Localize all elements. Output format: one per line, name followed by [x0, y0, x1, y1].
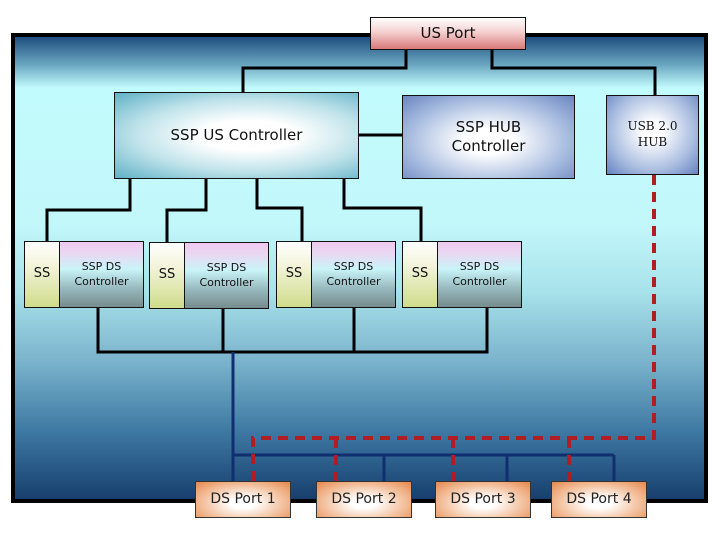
wire-us-to-ds3 [255, 177, 304, 244]
ss-block-1: SS [24, 241, 60, 308]
ds-port-label: DS Port 4 [566, 491, 632, 508]
ds-port-1: DS Port 1 [195, 481, 291, 518]
ds-port-label: DS Port 2 [331, 491, 397, 508]
ss-block-3: SS [276, 241, 312, 308]
ssp-ds-controller-4: SSP DS Controller [437, 241, 522, 308]
ds-controller-label-line1: SSP DS [459, 260, 500, 274]
ds-port-label: DS Port 3 [450, 491, 516, 508]
ssp-hub-controller-label-line1: SSP HUB [455, 117, 522, 136]
ssp-ds-controller-1: SSP DS Controller [59, 241, 144, 308]
wire-usport-left [241, 48, 408, 94]
wire-us-to-ds2 [165, 177, 208, 244]
ds-controller-label-line1: SSP DS [333, 260, 374, 274]
us-port-label: US Port [420, 23, 476, 42]
usb2-hub-label-line2: HUB [637, 135, 668, 149]
ss-block-4: SS [402, 241, 438, 308]
ds-port-label: DS Port 1 [210, 491, 276, 508]
ss-label: SS [33, 266, 51, 282]
ss-label: SS [285, 266, 303, 282]
ss-block-2: SS [149, 242, 185, 309]
ds-controller-label-line2: Controller [326, 274, 381, 288]
ds-controller-label-line2: Controller [199, 275, 254, 289]
wire-us-to-ds1 [45, 177, 132, 244]
usb2-hub-box: USB 2.0 HUB [606, 95, 699, 175]
us-port-box: US Port [370, 17, 526, 50]
ds-port-4: DS Port 4 [551, 481, 647, 518]
ds-port-3: DS Port 3 [435, 481, 531, 518]
ssp-hub-controller-box: SSP HUB Controller [402, 95, 575, 179]
ssp-ds-controller-3: SSP DS Controller [311, 241, 396, 308]
ssp-us-controller-label: SSP US Controller [170, 125, 303, 144]
wire-usport-right [490, 48, 657, 97]
wire-usb2-trunk [251, 175, 656, 481]
ss-label: SS [411, 266, 429, 282]
usb2-hub-label-line1: USB 2.0 [627, 119, 678, 134]
ssp-us-controller-box: SSP US Controller [114, 92, 359, 179]
ss-label: SS [158, 267, 176, 283]
ds-port-2: DS Port 2 [316, 481, 412, 518]
ds-controller-label-line1: SSP DS [81, 260, 122, 274]
wire-us-to-ds4 [342, 177, 423, 244]
ds-controller-label-line2: Controller [74, 274, 129, 288]
ds-controller-label-line2: Controller [452, 274, 507, 288]
ssp-ds-controller-2: SSP DS Controller [184, 242, 269, 309]
ds-controller-label-line1: SSP DS [206, 261, 247, 275]
ssp-hub-controller-label-line2: Controller [451, 137, 526, 155]
